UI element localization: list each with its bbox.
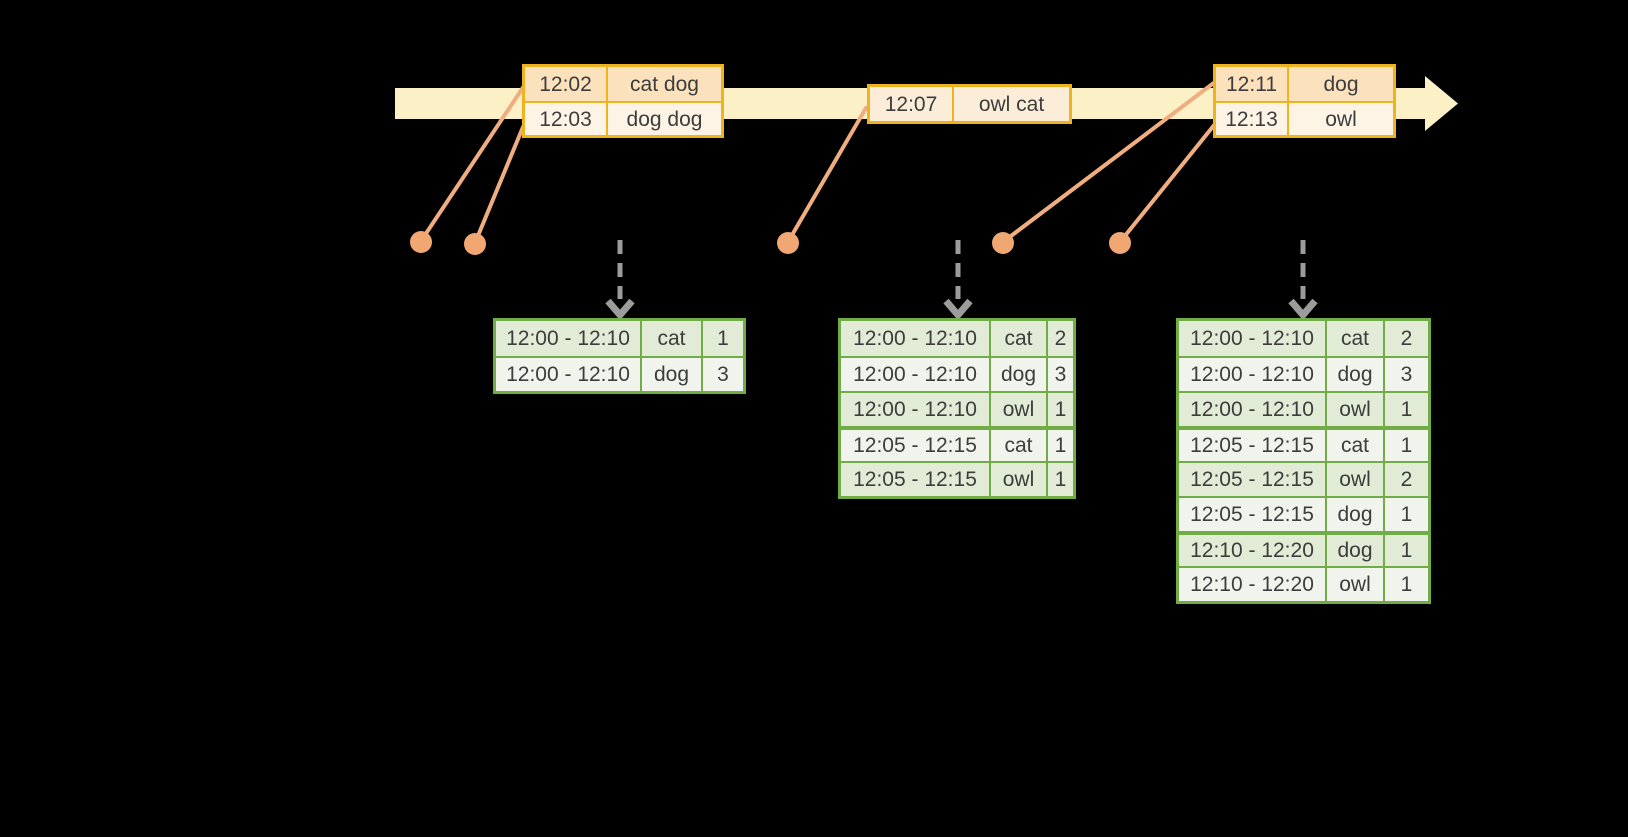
event-connectors bbox=[410, 80, 1217, 255]
count-cell: 1 bbox=[703, 321, 743, 356]
result-row: 12:00 - 12:10 cat 2 bbox=[1179, 321, 1428, 356]
window-cell: 12:05 - 12:15 bbox=[841, 430, 991, 461]
event-row: 12:13 owl bbox=[1216, 101, 1393, 135]
count-cell: 1 bbox=[1048, 463, 1073, 496]
result-row: 12:05 - 12:15 dog 1 bbox=[1179, 496, 1428, 531]
event-connector-line bbox=[1118, 122, 1217, 244]
count-cell: 1 bbox=[1048, 393, 1073, 426]
count-cell: 1 bbox=[1048, 430, 1073, 461]
result-row: 12:05 - 12:15 owl 2 bbox=[1179, 461, 1428, 496]
event-row: 12:03 dog dog bbox=[525, 101, 721, 135]
result-row: 12:05 - 12:15 cat 1 bbox=[841, 426, 1073, 461]
result-row: 12:05 - 12:15 owl 1 bbox=[841, 461, 1073, 496]
word-cell: dog bbox=[991, 358, 1048, 391]
event-dot-icon bbox=[464, 233, 486, 255]
word-cell: owl bbox=[1327, 463, 1385, 496]
window-cell: 12:00 - 12:10 bbox=[1179, 393, 1327, 426]
window-cell: 12:10 - 12:20 bbox=[1179, 568, 1327, 601]
window-cell: 12:00 - 12:10 bbox=[841, 393, 991, 426]
count-cell: 1 bbox=[1385, 535, 1428, 566]
event-words-cell: dog bbox=[1289, 67, 1393, 101]
event-dot-icon bbox=[1109, 232, 1131, 254]
count-cell: 2 bbox=[1385, 321, 1428, 356]
window-cell: 12:10 - 12:20 bbox=[1179, 535, 1327, 566]
window-cell: 12:05 - 12:15 bbox=[841, 463, 991, 496]
result-row: 12:05 - 12:15 cat 1 bbox=[1179, 426, 1428, 461]
event-table-1: 12:02 cat dog 12:03 dog dog bbox=[522, 64, 724, 138]
event-words-cell: owl cat bbox=[954, 87, 1069, 121]
result-row: 12:00 - 12:10 dog 3 bbox=[496, 356, 743, 391]
window-cell: 12:00 - 12:10 bbox=[841, 321, 991, 356]
trigger-arrow-head bbox=[605, 298, 635, 321]
event-dot-icon bbox=[777, 232, 799, 254]
timeline-arrowhead-icon bbox=[1425, 76, 1458, 131]
event-time-cell: 12:07 bbox=[870, 87, 954, 121]
count-cell: 1 bbox=[1385, 430, 1428, 461]
count-cell: 1 bbox=[1385, 393, 1428, 426]
word-cell: cat bbox=[1327, 321, 1385, 356]
word-cell: cat bbox=[642, 321, 703, 356]
event-row: 12:11 dog bbox=[1216, 67, 1393, 101]
word-cell: owl bbox=[1327, 568, 1385, 601]
trigger-arrow-head bbox=[943, 298, 973, 321]
word-cell: dog bbox=[1327, 498, 1385, 531]
word-cell: dog bbox=[1327, 535, 1385, 566]
event-dot-icon bbox=[992, 232, 1014, 254]
window-cell: 12:00 - 12:10 bbox=[1179, 321, 1327, 356]
trigger-arrow-icon bbox=[943, 240, 973, 321]
word-cell: cat bbox=[1327, 430, 1385, 461]
word-cell: owl bbox=[1327, 393, 1385, 426]
result-row: 12:00 - 12:10 cat 1 bbox=[496, 321, 743, 356]
event-row: 12:02 cat dog bbox=[525, 67, 721, 101]
event-words-cell: cat dog bbox=[608, 67, 721, 101]
window-cell: 12:00 - 12:10 bbox=[1179, 358, 1327, 391]
window-cell: 12:00 - 12:10 bbox=[496, 321, 642, 356]
count-cell: 2 bbox=[1048, 321, 1073, 356]
event-connector-line bbox=[473, 125, 525, 245]
word-cell: owl bbox=[991, 393, 1048, 426]
count-cell: 3 bbox=[1385, 358, 1428, 391]
event-time-cell: 12:11 bbox=[1216, 67, 1289, 101]
event-connector-line bbox=[419, 84, 526, 243]
event-connector-line bbox=[786, 106, 868, 244]
event-words-cell: dog dog bbox=[608, 103, 721, 135]
count-cell: 1 bbox=[1385, 568, 1428, 601]
event-row: 12:07 owl cat bbox=[870, 87, 1069, 121]
result-row: 12:10 - 12:20 owl 1 bbox=[1179, 566, 1428, 601]
event-dot-icon bbox=[410, 231, 432, 253]
result-row: 12:10 - 12:20 dog 1 bbox=[1179, 531, 1428, 566]
word-cell: cat bbox=[991, 321, 1048, 356]
event-time-cell: 12:02 bbox=[525, 67, 608, 101]
window-cell: 12:05 - 12:15 bbox=[1179, 430, 1327, 461]
result-table-2: 12:00 - 12:10 cat 2 12:00 - 12:10 dog 3 … bbox=[838, 318, 1076, 499]
event-time-cell: 12:13 bbox=[1216, 103, 1289, 135]
event-table-2: 12:07 owl cat bbox=[867, 84, 1072, 124]
word-cell: dog bbox=[1327, 358, 1385, 391]
event-connector-line bbox=[1001, 80, 1217, 244]
window-cell: 12:05 - 12:15 bbox=[1179, 463, 1327, 496]
result-row: 12:00 - 12:10 dog 3 bbox=[1179, 356, 1428, 391]
result-row: 12:00 - 12:10 owl 1 bbox=[1179, 391, 1428, 426]
event-table-3: 12:11 dog 12:13 owl bbox=[1213, 64, 1396, 138]
result-row: 12:00 - 12:10 owl 1 bbox=[841, 391, 1073, 426]
count-cell: 3 bbox=[703, 358, 743, 391]
count-cell: 1 bbox=[1385, 498, 1428, 531]
result-row: 12:00 - 12:10 cat 2 bbox=[841, 321, 1073, 356]
count-cell: 2 bbox=[1385, 463, 1428, 496]
word-cell: owl bbox=[991, 463, 1048, 496]
result-table-1: 12:00 - 12:10 cat 1 12:00 - 12:10 dog 3 bbox=[493, 318, 746, 394]
word-cell: cat bbox=[991, 430, 1048, 461]
trigger-arrow-head bbox=[1288, 298, 1318, 321]
count-cell: 3 bbox=[1048, 358, 1073, 391]
result-row: 12:00 - 12:10 dog 3 bbox=[841, 356, 1073, 391]
window-cell: 12:05 - 12:15 bbox=[1179, 498, 1327, 531]
event-words-cell: owl bbox=[1289, 103, 1393, 135]
result-table-3: 12:00 - 12:10 cat 2 12:00 - 12:10 dog 3 … bbox=[1176, 318, 1431, 604]
event-time-cell: 12:03 bbox=[525, 103, 608, 135]
trigger-arrow-icon bbox=[1288, 240, 1318, 321]
window-cell: 12:00 - 12:10 bbox=[841, 358, 991, 391]
window-cell: 12:00 - 12:10 bbox=[496, 358, 642, 391]
word-cell: dog bbox=[642, 358, 703, 391]
trigger-arrow-icon bbox=[605, 240, 635, 321]
